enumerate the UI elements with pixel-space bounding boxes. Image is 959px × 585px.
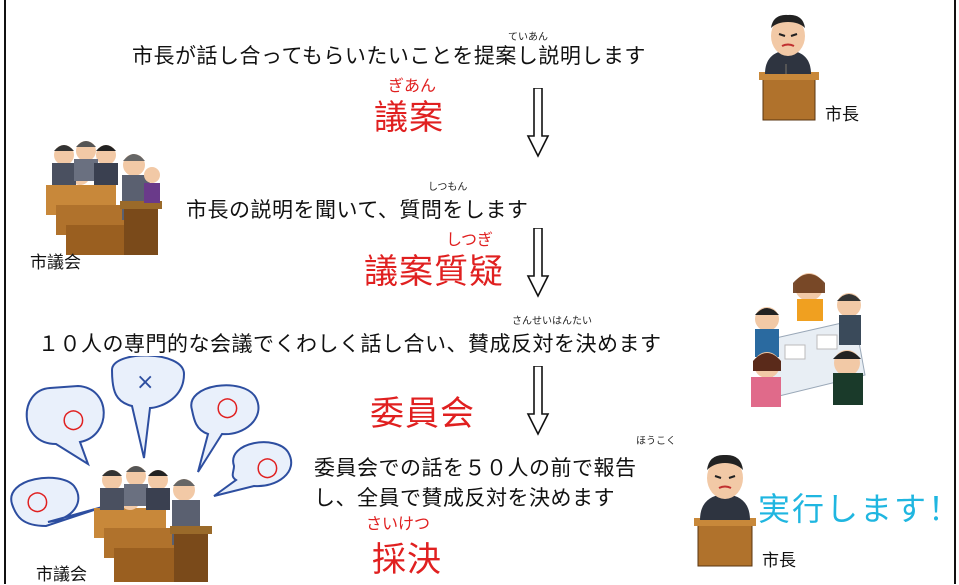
step1-term-ruby: ぎあん — [388, 76, 437, 95]
step3-ruby: さんせいはんたい — [512, 316, 592, 327]
mayor-label-bottom: 市長 — [762, 551, 796, 571]
step2-term: 議案質疑 — [364, 252, 504, 292]
speech-bubble-1 — [25, 384, 105, 467]
council-illustration-bottom — [94, 466, 212, 582]
step2-term-ruby: しつぎ — [446, 230, 494, 249]
frame-right-border — [954, 0, 956, 584]
bubble-mark-3: ○ — [216, 392, 239, 422]
step4-term-ruby: さいけつ — [366, 514, 431, 533]
speech-bubble-3 — [190, 384, 260, 473]
council-label-top: 市議会 — [30, 253, 81, 273]
mayor-label-top: 市長 — [825, 105, 859, 125]
down-arrow-2 — [526, 228, 550, 298]
speech-bubble-2 — [110, 356, 186, 459]
step3-term: 委員会 — [370, 394, 475, 434]
frame-left-border — [4, 0, 6, 584]
bubble-mark-4: ○ — [256, 452, 279, 482]
step3-description: １０人の専門的な会議でくわしく話し合い、賛成反対を決めます — [38, 332, 662, 356]
down-arrow-1 — [526, 88, 550, 158]
bubble-mark-5: ○ — [26, 486, 49, 516]
step4-term: 採決 — [372, 540, 442, 580]
speech-bubbles — [10, 356, 293, 528]
mayor-illustration-bottom — [694, 454, 756, 567]
step1-description: 市長が話し合ってもらいたいことを提案し説明します — [132, 44, 646, 68]
step4-ruby: ほうこく — [636, 436, 676, 447]
execute-text: 実行します！ — [758, 490, 959, 528]
council-label-bottom: 市議会 — [36, 565, 87, 585]
step1-ruby: ていあん — [508, 32, 548, 43]
council-illustration-top — [46, 141, 162, 255]
step2-ruby: しつもん — [428, 182, 468, 193]
bubble-mark-1: ○ — [62, 404, 85, 434]
step2-description: 市長の説明を聞いて、質問をします — [186, 198, 529, 222]
speech-bubble-4 — [213, 441, 293, 497]
bubble-mark-2: × — [136, 370, 155, 395]
step4-description-line2: し、全員で賛成反対を決めます — [314, 486, 615, 510]
step4-description-line1: 委員会での話を５０人の前で報告 — [314, 456, 637, 480]
step1-term: 議案 — [374, 98, 444, 138]
committee-illustration — [751, 273, 866, 407]
down-arrow-3 — [526, 366, 550, 436]
mayor-illustration-top — [759, 14, 819, 121]
speech-bubble-5 — [10, 476, 107, 528]
